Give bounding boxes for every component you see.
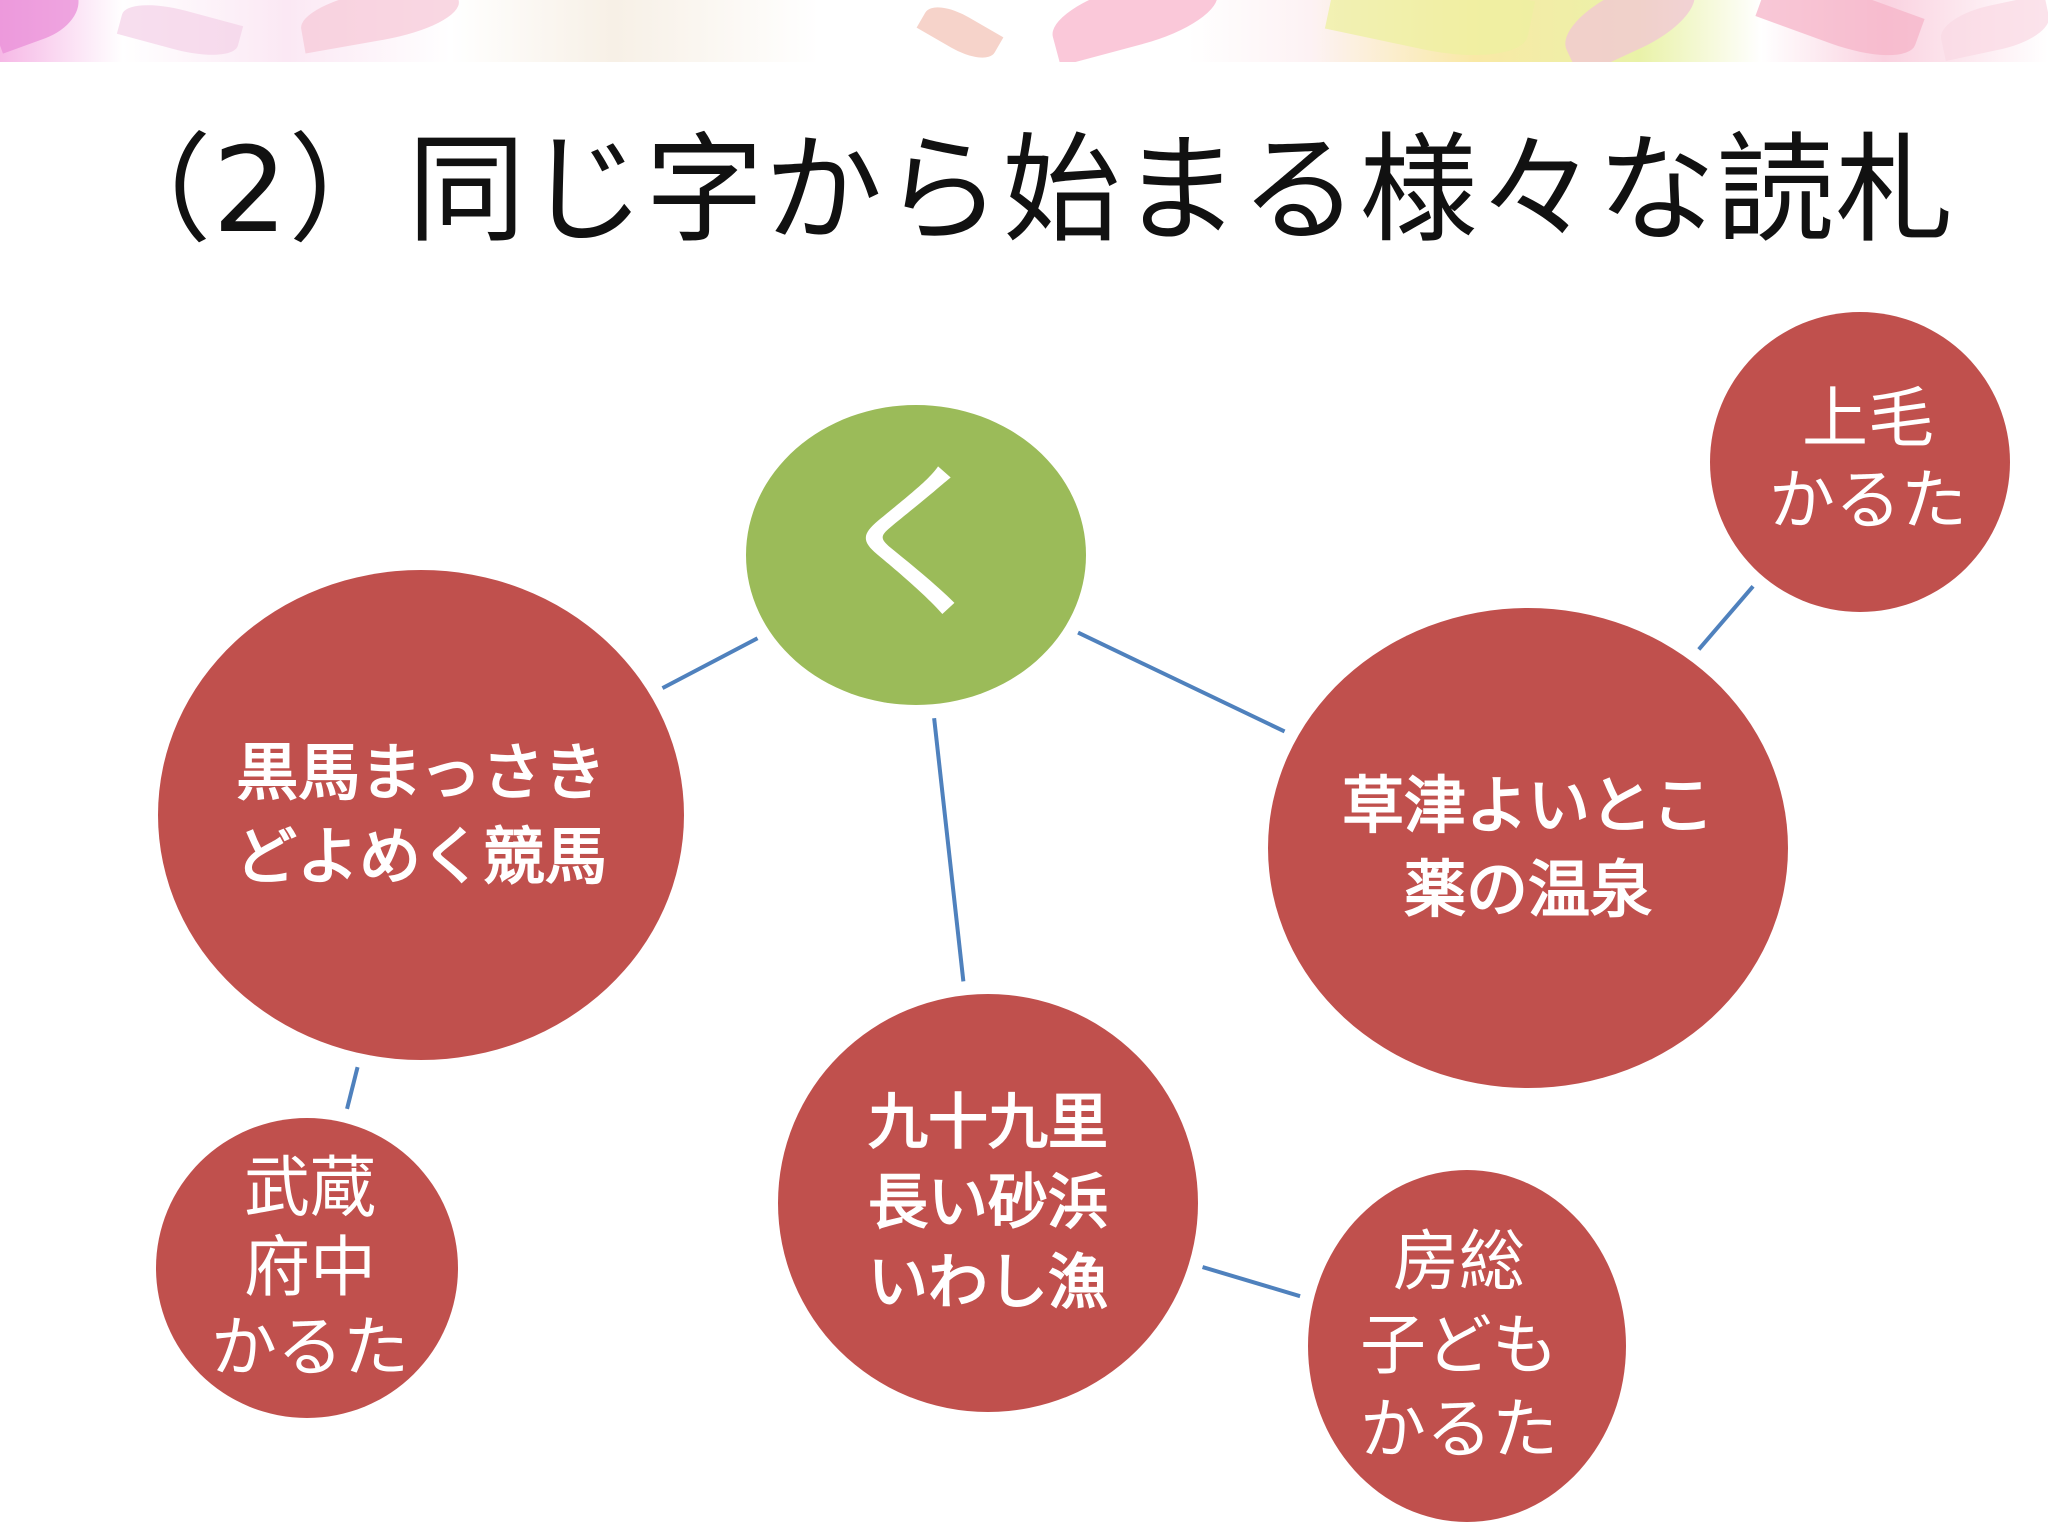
node-musashi: 武蔵府中かるた <box>156 1118 458 1418</box>
node-label: 房総子どもかるた <box>1360 1220 1558 1472</box>
node-label-line: 薬の温泉 <box>1403 853 1652 926</box>
root-node-ku: く <box>746 405 1086 705</box>
node-label-line: どよめく競馬 <box>234 820 607 893</box>
node-label-line: 武蔵 <box>244 1149 376 1226</box>
node-label-line: 草津よいとこ <box>1341 769 1714 842</box>
node-label-line: かるた <box>1360 1391 1558 1468</box>
node-label-line: 子ども <box>1360 1307 1558 1384</box>
link-kokuba-musashi <box>345 1066 360 1110</box>
node-kujukuri: 九十九里長い砂浜いわし漁 <box>778 994 1198 1412</box>
node-label-line: かるた <box>1769 462 1967 539</box>
node-label-line: 長い砂浜 <box>868 1168 1108 1238</box>
node-label-line: 黒馬まっさき <box>236 736 606 809</box>
node-label-line: いわし漁 <box>868 1248 1108 1318</box>
link-root-kusatsu <box>1077 630 1286 734</box>
link-root-kokuba <box>661 636 759 690</box>
node-label: 草津よいとこ薬の温泉 <box>1342 764 1714 932</box>
node-label-line: 九十九里 <box>868 1088 1108 1158</box>
node-label: 黒馬まっさきどよめく競馬 <box>235 731 607 899</box>
link-kujukuri-boso <box>1201 1265 1301 1299</box>
node-label: 武蔵府中かるた <box>211 1148 409 1388</box>
slide-title: （2）同じ字から始まる様々な読札 <box>93 121 1955 259</box>
node-boso: 房総子どもかるた <box>1308 1170 1626 1522</box>
node-label-line: 府中 <box>244 1229 376 1306</box>
link-kusatsu-joumou <box>1697 585 1755 651</box>
node-label-line: かるた <box>211 1309 409 1386</box>
node-label: く <box>831 460 1001 630</box>
node-joumou: 上毛かるた <box>1710 312 2010 612</box>
link-root-kujukuri <box>932 717 966 982</box>
node-kusatsu: 草津よいとこ薬の温泉 <box>1268 608 1788 1088</box>
node-label-line: く <box>830 446 1001 644</box>
node-label-line: 上毛 <box>1802 380 1934 457</box>
node-kokuba: 黒馬まっさきどよめく競馬 <box>158 570 684 1060</box>
node-label: 上毛かるた <box>1769 378 1967 542</box>
decorative-leaf-banner <box>0 0 2048 62</box>
node-label: 九十九里長い砂浜いわし漁 <box>868 1083 1108 1323</box>
node-label-line: 房総 <box>1393 1223 1525 1300</box>
